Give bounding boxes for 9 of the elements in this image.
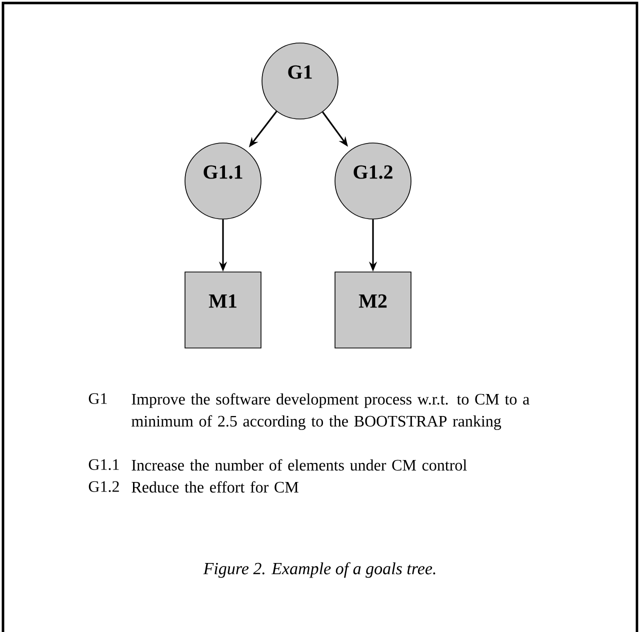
- figure-caption: Figure 2. Example of a goals tree.: [203, 562, 436, 578]
- goal-description: Increase the number of elements under CM control: [132, 459, 467, 471]
- goal-description: Reduce the effort for CM: [132, 481, 298, 493]
- goal-id: G1.2: [88, 481, 119, 492]
- goal-id: G1.1: [88, 459, 119, 470]
- metric-box: M1: [184, 272, 262, 348]
- goal-description: Improve the software development process w.r.t. to CM to a minimum of 2.5 according to the BOOTSTRAP ranking: [132, 393, 530, 430]
- metric-box: M2: [334, 272, 412, 348]
- goal-id: G1: [88, 393, 107, 404]
